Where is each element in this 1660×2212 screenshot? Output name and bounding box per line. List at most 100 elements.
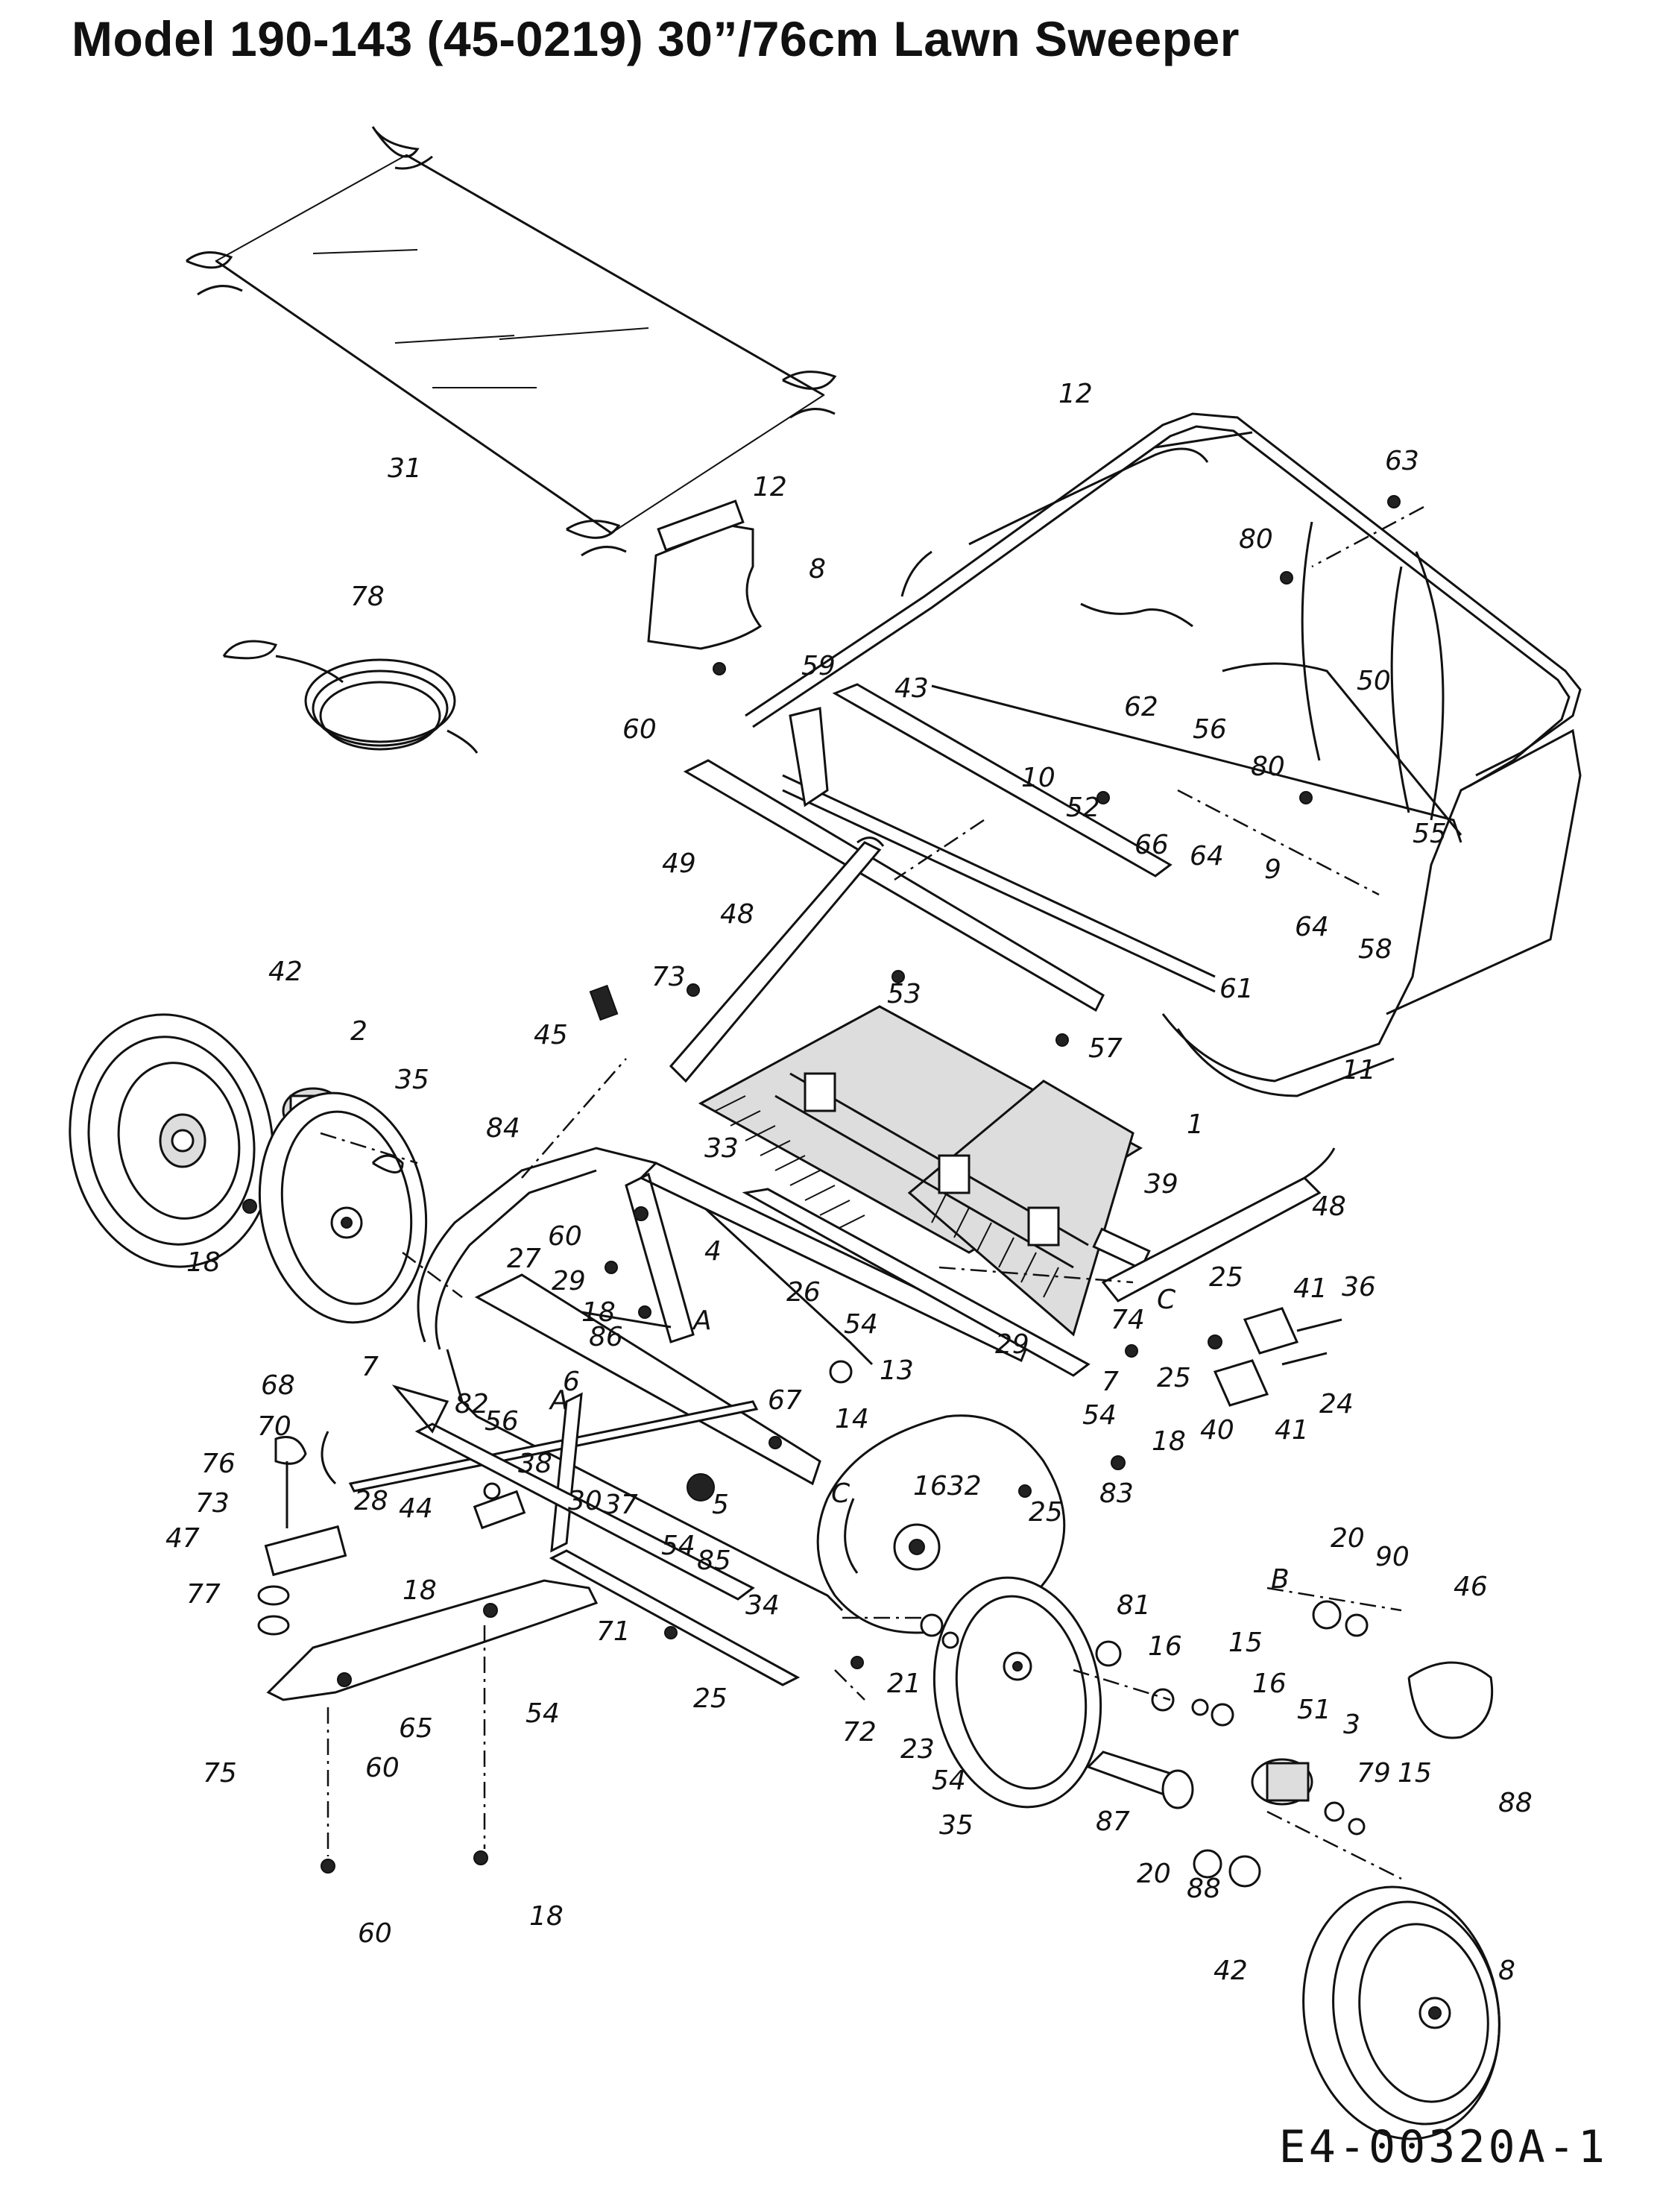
part-label-80b: 80 xyxy=(1251,751,1285,782)
part-label-2: 2 xyxy=(350,1016,367,1047)
part-label-54d: 54 xyxy=(526,1698,560,1729)
page-title: Model 190-143 (45-0219) 30”/76cm Lawn Sw… xyxy=(72,11,1240,66)
misc-hardware xyxy=(242,495,1401,1874)
part-label-66: 66 xyxy=(1134,830,1169,860)
part-label-78: 78 xyxy=(350,582,385,612)
part-label-B1: B xyxy=(1271,1564,1290,1595)
part-label-88a: 88 xyxy=(1498,1788,1533,1818)
part-label-41a: 41 xyxy=(1293,1273,1328,1304)
part-label-50: 50 xyxy=(1357,666,1391,696)
wheel-part-42-left xyxy=(69,1013,274,1268)
right-hub-hardware xyxy=(1086,1600,1494,1888)
part-label-56b: 56 xyxy=(485,1406,519,1437)
part-label-8b: 8 xyxy=(1498,1956,1515,1986)
bag-bracket-part-12 xyxy=(647,500,763,650)
part-label-73b: 73 xyxy=(195,1488,230,1519)
part-label-68: 68 xyxy=(261,1370,295,1401)
part-label-83: 83 xyxy=(1099,1478,1134,1509)
part-label-60c: 60 xyxy=(365,1753,400,1783)
part-label-18a: 18 xyxy=(186,1247,221,1278)
part-label-42a: 42 xyxy=(268,957,303,987)
wheel-cover-part-35-left xyxy=(258,1091,428,1324)
part-label-18c: 18 xyxy=(1152,1426,1186,1457)
part-label-46: 46 xyxy=(1454,1572,1488,1602)
part-label-51: 51 xyxy=(1297,1695,1331,1725)
part-label-60b: 60 xyxy=(548,1221,582,1252)
part-label-72: 72 xyxy=(842,1717,877,1748)
part-label-28: 28 xyxy=(354,1486,388,1516)
part-label-77: 77 xyxy=(186,1579,221,1610)
part-label-70: 70 xyxy=(257,1411,291,1442)
part-label-27: 27 xyxy=(507,1244,541,1274)
part-label-65: 65 xyxy=(399,1713,433,1744)
part-label-60a: 60 xyxy=(622,714,657,745)
part-label-25b: 25 xyxy=(1157,1363,1191,1393)
part-label-87: 87 xyxy=(1096,1806,1130,1837)
part-label-64a: 64 xyxy=(1190,841,1224,872)
part-label-45: 45 xyxy=(534,1020,568,1050)
part-label-73a: 73 xyxy=(651,962,686,992)
part-label-42b: 42 xyxy=(1214,1956,1248,1986)
rod-part-48-left xyxy=(669,836,885,1083)
part-label-79: 79 xyxy=(1357,1758,1391,1789)
part-label-54a: 54 xyxy=(844,1309,878,1340)
part-label-35b: 35 xyxy=(939,1810,973,1841)
part-label-62: 62 xyxy=(1124,692,1158,722)
part-label-13: 13 xyxy=(880,1355,914,1386)
part-label-76: 76 xyxy=(201,1449,236,1479)
part-label-82: 82 xyxy=(455,1389,489,1419)
wheel-cover-part-35-right xyxy=(932,1576,1102,1809)
part-label-7b: 7 xyxy=(1102,1367,1119,1397)
part-label-55: 55 xyxy=(1413,819,1447,849)
brush-assembly-part-1 xyxy=(698,1005,1151,1337)
part-label-85: 85 xyxy=(697,1545,731,1576)
hopper-frame-part-12 xyxy=(745,412,1582,1097)
part-label-48a: 48 xyxy=(720,899,754,930)
assembly-lines xyxy=(320,505,1424,1880)
part-label-6: 6 xyxy=(563,1367,580,1397)
part-label-37: 37 xyxy=(604,1490,638,1520)
latch-parts-40-41 xyxy=(1213,1307,1342,1407)
part-label-40: 40 xyxy=(1200,1415,1234,1446)
part-label-41b: 41 xyxy=(1275,1415,1309,1446)
part-label-71: 71 xyxy=(596,1616,631,1647)
part-label-33: 33 xyxy=(704,1133,739,1164)
part-label-21: 21 xyxy=(887,1669,921,1699)
part-label-20a: 20 xyxy=(1331,1523,1365,1554)
part-label-54e: 54 xyxy=(932,1765,966,1796)
part-label-52: 52 xyxy=(1066,793,1100,823)
part-label-20b: 20 xyxy=(1137,1859,1171,1889)
part-label-84: 84 xyxy=(486,1113,520,1144)
part-label-1632: 1632 xyxy=(913,1471,982,1502)
part-label-4: 4 xyxy=(704,1236,722,1267)
part-label-54b: 54 xyxy=(1082,1400,1117,1431)
part-label-25d: 25 xyxy=(693,1683,728,1714)
part-label-60d: 60 xyxy=(358,1918,392,1949)
part-label-64b: 64 xyxy=(1295,912,1329,942)
part-label-10: 10 xyxy=(1021,763,1055,793)
part-label-29a: 29 xyxy=(552,1266,586,1296)
part-label-53: 53 xyxy=(887,979,921,1009)
part-label-7a: 7 xyxy=(362,1352,379,1382)
part-label-9: 9 xyxy=(1264,854,1281,885)
part-label-63: 63 xyxy=(1385,446,1419,476)
part-label-14: 14 xyxy=(835,1404,869,1434)
part-label-12b: 12 xyxy=(753,472,787,502)
rod-part-48-right xyxy=(1101,1147,1336,1302)
part-label-57: 57 xyxy=(1088,1033,1123,1064)
right-drive-part-5 xyxy=(687,1473,941,1571)
bag-cover-part-31 xyxy=(186,126,837,557)
part-label-44: 44 xyxy=(399,1493,433,1524)
part-label-16a: 16 xyxy=(1148,1631,1182,1662)
part-label-11: 11 xyxy=(1342,1055,1376,1085)
part-label-43: 43 xyxy=(894,673,929,704)
part-label-5: 5 xyxy=(712,1490,729,1520)
part-label-74: 74 xyxy=(1111,1305,1145,1335)
bars-part-49-43 xyxy=(683,683,1173,1012)
part-label-15a: 15 xyxy=(1228,1628,1263,1658)
part-label-31: 31 xyxy=(388,453,422,484)
part-label-34: 34 xyxy=(745,1590,780,1621)
part-label-18b: 18 xyxy=(581,1297,616,1328)
